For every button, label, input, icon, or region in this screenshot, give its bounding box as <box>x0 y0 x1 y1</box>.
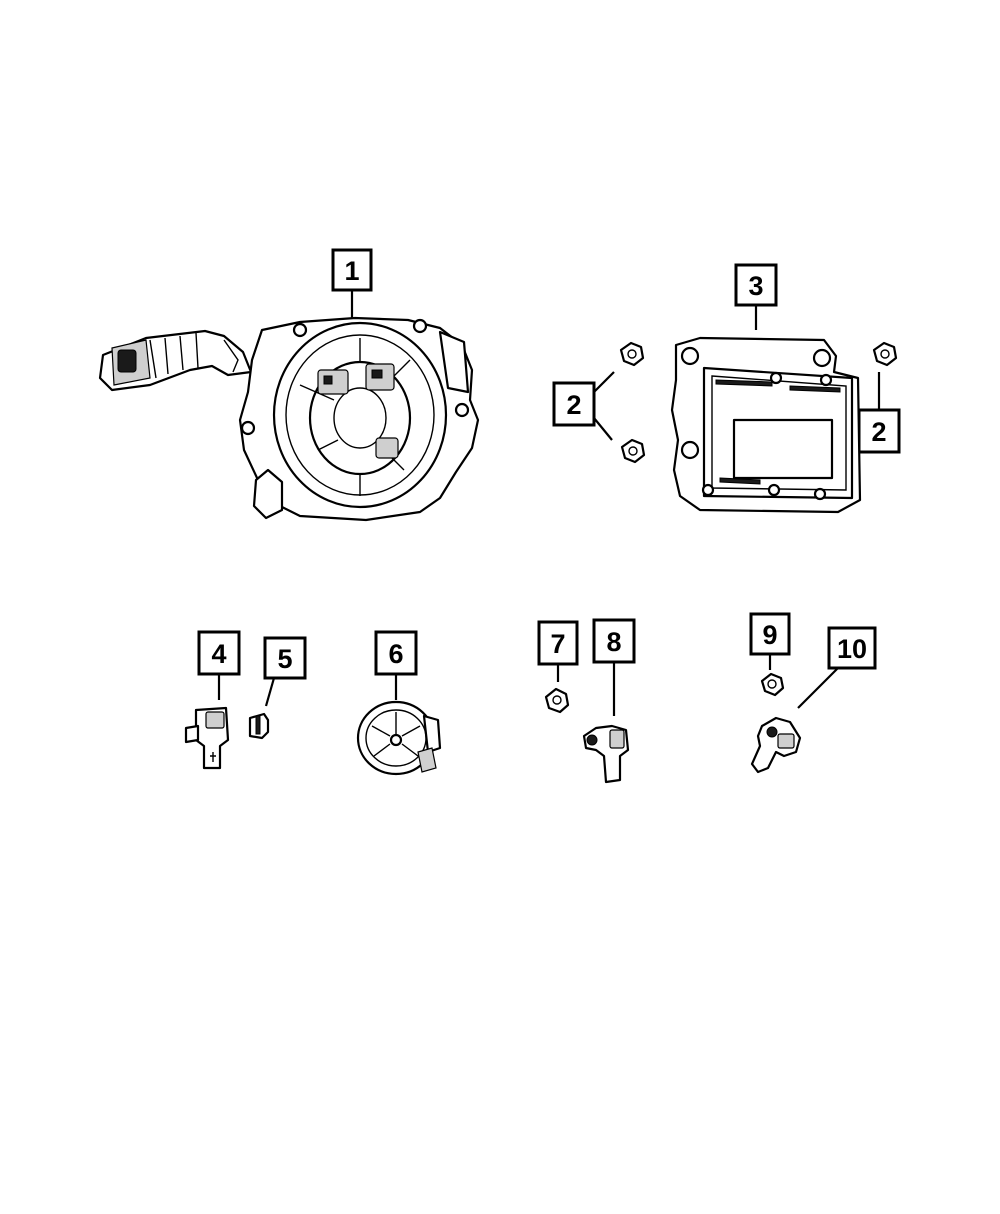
callout-1-box <box>331 248 373 292</box>
callout-3: 3 <box>748 271 763 301</box>
callout-8-box <box>592 618 636 664</box>
part-5-clip <box>248 712 270 740</box>
callout-6: 6 <box>388 639 403 669</box>
leader-line-2-lower <box>593 417 613 441</box>
part-7-nut <box>544 687 570 714</box>
part-6-sensor-disk <box>356 700 442 776</box>
callout-10-box <box>827 626 877 670</box>
leader-line-5 <box>264 677 276 707</box>
callout-2-left-box <box>552 381 596 427</box>
part-1-clockspring-module <box>98 316 480 522</box>
callout-2-right: 2 <box>871 417 886 447</box>
callout-4: 4 <box>211 639 226 669</box>
callout-9: 9 <box>762 620 777 650</box>
callout-4-box <box>197 630 241 676</box>
part-8-impact-sensor <box>582 724 630 784</box>
callout-6-box <box>374 630 418 676</box>
callout-8: 8 <box>606 627 621 657</box>
callout-2-left: 2 <box>566 390 581 420</box>
callout-5: 5 <box>277 644 292 674</box>
part-10-impact-sensor <box>750 716 802 774</box>
part-9-nut <box>760 672 785 697</box>
part-3-control-module <box>670 336 862 514</box>
leader-line-10 <box>797 667 839 709</box>
callout-10: 10 <box>837 634 867 664</box>
callout-7: 7 <box>550 629 565 659</box>
callout-1: 1 <box>344 256 359 286</box>
leader-line-2-upper <box>593 371 615 393</box>
callout-5-box <box>263 636 307 680</box>
part-2-nuts <box>619 341 898 464</box>
part-4-sensor <box>184 706 230 770</box>
